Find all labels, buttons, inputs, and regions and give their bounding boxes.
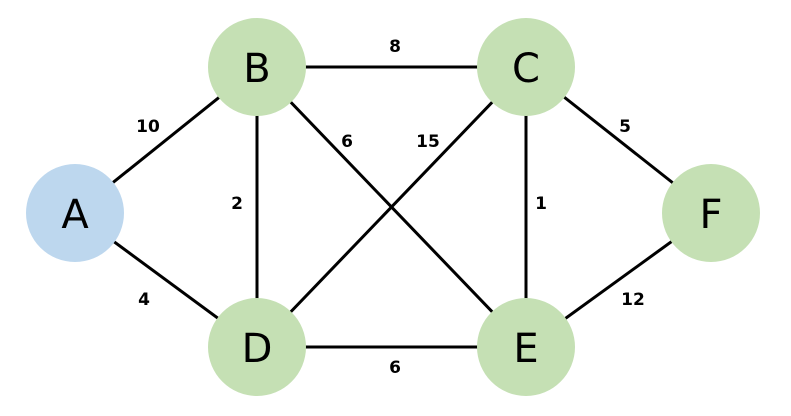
node-circle [477,298,575,396]
edge-weight-B-E: 6 [341,132,353,152]
node-label: E [513,326,538,372]
node-label: C [512,46,540,92]
node-F: F [662,164,760,262]
edge-weight-D-E: 6 [389,358,401,378]
edge-weight-A-D: 4 [138,290,150,310]
edge-weight-B-C: 8 [389,37,401,57]
edge-weight-A-B: 10 [136,117,160,137]
node-circle [208,18,306,116]
edge-C-D [255,65,528,349]
node-label: D [242,326,273,372]
node-D: D [208,298,306,396]
edge-weight-B-D: 2 [231,194,243,214]
node-label: A [61,192,89,238]
node-A: A [26,164,124,262]
node-C: C [477,18,575,116]
node-circle [662,164,760,262]
node-label: F [699,192,722,238]
edge-weight-C-D: 15 [416,132,440,152]
node-circle [477,18,575,116]
node-label: B [243,46,270,92]
edge-weight-C-F: 5 [619,117,631,137]
node-circle [26,164,124,262]
node-circle [208,298,306,396]
node-B: B [208,18,306,116]
edge-weight-E-F: 12 [621,290,645,310]
edge-weight-C-E: 1 [535,194,547,214]
node-E: E [477,298,575,396]
